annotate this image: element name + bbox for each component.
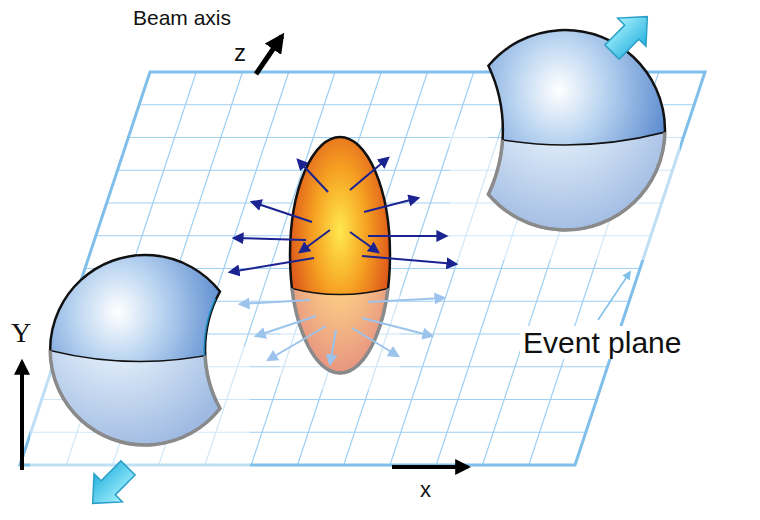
flow-arrows-below xyxy=(240,298,444,364)
particle-flow-arrow xyxy=(368,235,446,237)
z-axis-arrow xyxy=(256,36,282,74)
overlap-almond xyxy=(280,137,400,390)
right-nucleus xyxy=(450,30,690,260)
axis-label: Beam axis xyxy=(133,6,231,29)
particle-flow-arrow xyxy=(368,298,444,302)
beam-direction-arrow xyxy=(598,3,662,67)
particle-flow-arrow xyxy=(350,158,388,190)
x-axis-arrow xyxy=(392,465,468,469)
axis-label: z xyxy=(234,40,246,66)
flow-arrows-above xyxy=(230,158,456,272)
particle-flow-arrow xyxy=(240,300,310,304)
particle-flow-arrow xyxy=(252,202,312,222)
particle-flow-arrow xyxy=(330,330,336,364)
particle-flow-arrow xyxy=(300,230,330,252)
particle-flow-arrow xyxy=(298,160,328,192)
particle-flow-arrow xyxy=(362,318,432,336)
particle-flow-arrow xyxy=(234,238,306,240)
left-nucleus xyxy=(30,250,260,480)
leader-line xyxy=(598,272,630,320)
axis-label: Y xyxy=(11,318,31,349)
particle-flow-arrow xyxy=(362,256,456,264)
beam-direction-arrow xyxy=(79,454,143,518)
particle-flow-arrow xyxy=(352,328,398,356)
particle-flow-arrow xyxy=(364,198,418,212)
particle-flow-arrow xyxy=(256,316,316,336)
plane-label: Event plane xyxy=(520,326,684,359)
particle-flow-arrow xyxy=(350,232,378,252)
y-axis-arrow xyxy=(20,362,24,470)
particle-flow-arrow xyxy=(268,326,326,360)
particle-flow-arrow xyxy=(230,258,314,272)
axis-label: x xyxy=(420,478,431,502)
